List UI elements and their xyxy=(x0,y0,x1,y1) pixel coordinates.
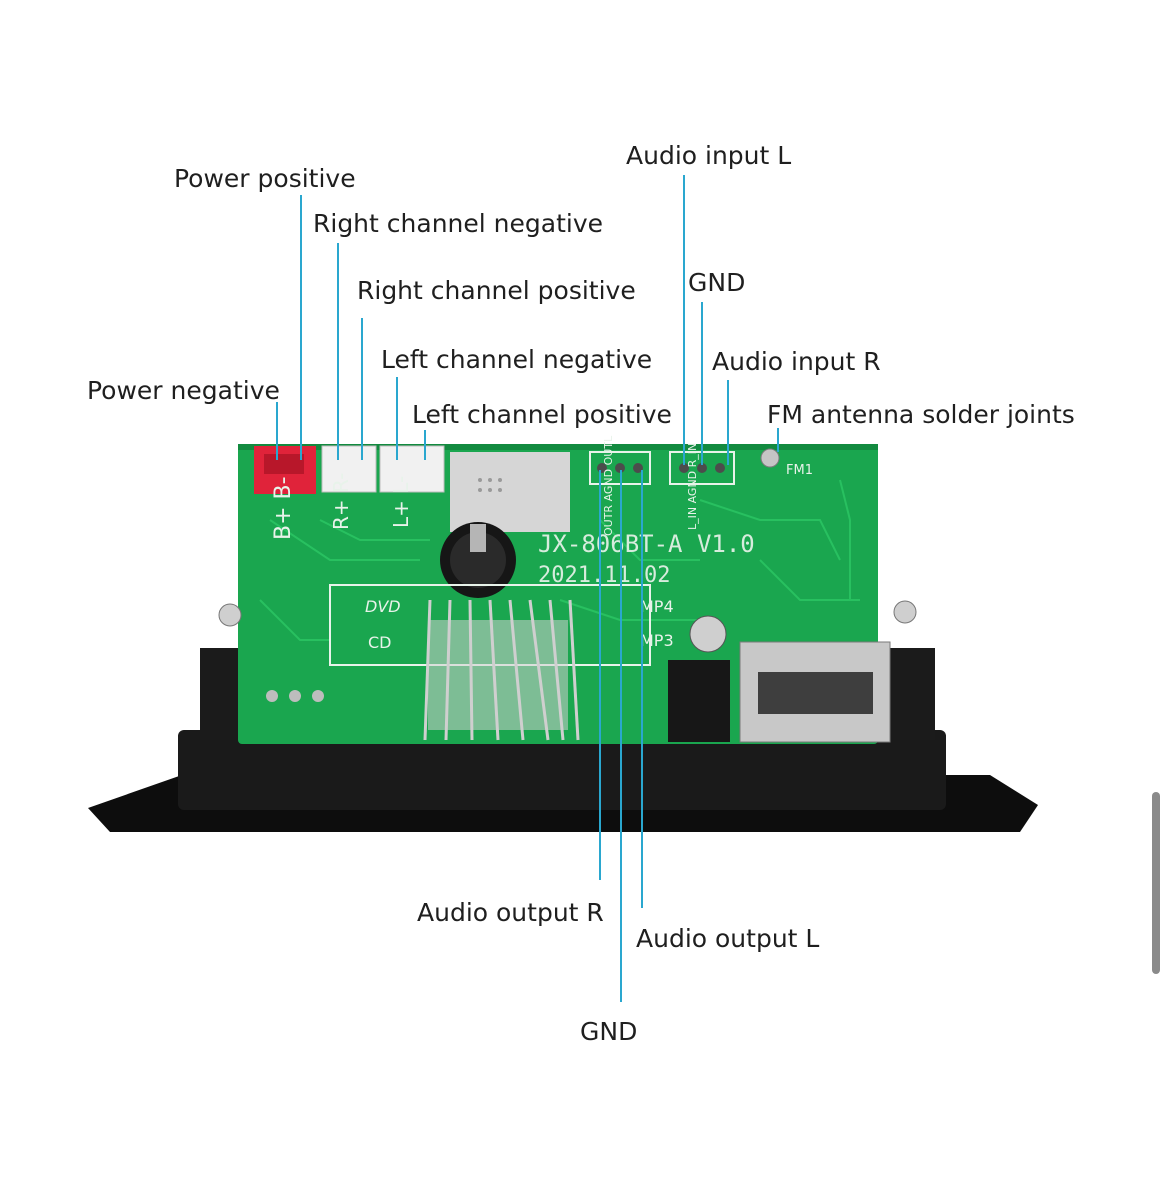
left-bracket xyxy=(200,648,242,740)
silk-mp3: MP3 xyxy=(640,631,674,650)
ir-receiver xyxy=(266,690,324,702)
right-channel-connector xyxy=(321,445,377,493)
screw-right xyxy=(893,600,917,624)
fm-antenna-pad xyxy=(760,448,780,468)
label-left-channel-positive: Left channel positive xyxy=(412,400,672,429)
capacitor-mark xyxy=(470,524,486,552)
silk-dvd: DVD xyxy=(365,597,401,616)
label-audio-output-r: Audio output R xyxy=(417,898,604,927)
audio-jack xyxy=(668,660,730,742)
label-gnd-bottom: GND xyxy=(580,1017,638,1046)
label-power-positive: Power positive xyxy=(174,164,356,193)
display-body xyxy=(428,620,568,730)
label-left-channel-negative: Left channel negative xyxy=(381,345,653,374)
power-connector-socket xyxy=(264,454,304,474)
silk-right: R+ R- xyxy=(329,473,353,530)
usb-slot xyxy=(758,672,873,714)
microphone xyxy=(689,615,727,653)
silk-mp4: MP4 xyxy=(640,597,674,616)
screw-left xyxy=(218,603,242,627)
bluetooth-module xyxy=(450,452,570,532)
board-model: JX-806BT-A V1.0 xyxy=(538,530,755,558)
scrollbar[interactable] xyxy=(1152,792,1160,974)
label-right-channel-positive: Right channel positive xyxy=(357,276,636,305)
label-audio-input-l: Audio input L xyxy=(626,141,792,170)
front-panel-body xyxy=(178,730,946,810)
label-fm-antenna: FM antenna solder joints xyxy=(767,400,1075,429)
silk-cd: CD xyxy=(368,633,392,652)
silk-left: L+ L- xyxy=(389,476,413,528)
silk-bat: B+ B- xyxy=(271,476,296,540)
label-audio-output-l: Audio output L xyxy=(636,924,820,953)
silk-in: L_IN AGND R_IN xyxy=(686,443,699,530)
capacitor-top xyxy=(450,532,506,588)
silk-fm: FM1 xyxy=(786,463,813,478)
silk-out: OUTR AGND OUTL xyxy=(602,435,615,536)
left-channel-connector xyxy=(379,445,445,493)
leader-lines xyxy=(276,175,779,1002)
label-power-negative: Power negative xyxy=(87,376,280,405)
label-gnd-top: GND xyxy=(688,268,746,297)
module-dots xyxy=(478,478,502,492)
right-bracket xyxy=(885,648,935,740)
label-audio-input-r: Audio input R xyxy=(712,347,881,376)
label-right-channel-negative: Right channel negative xyxy=(313,209,603,238)
board-date: 2021.11.02 xyxy=(538,563,670,588)
pcb-traces xyxy=(259,479,860,641)
